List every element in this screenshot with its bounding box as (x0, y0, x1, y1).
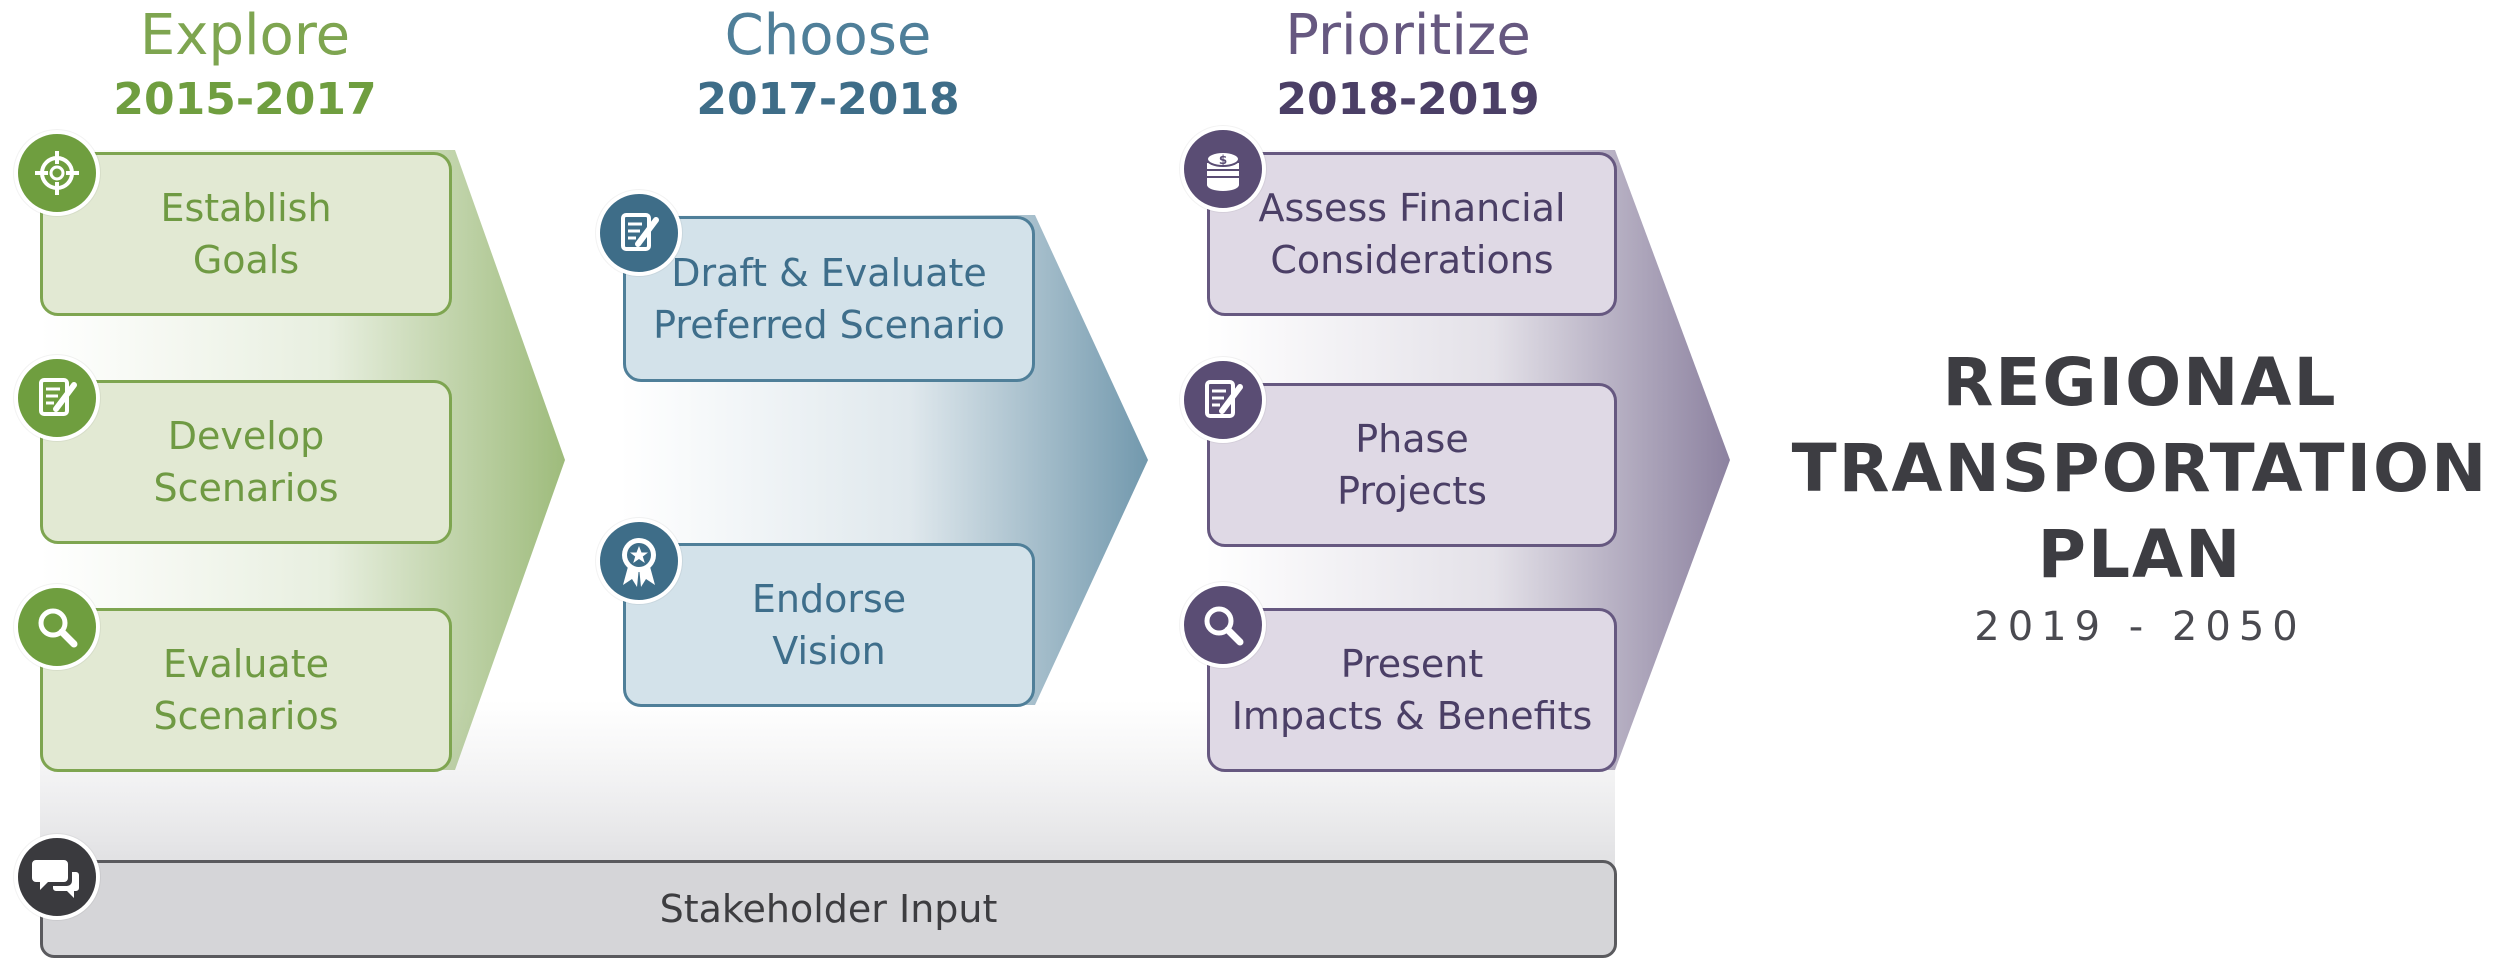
document-edit-icon (14, 355, 100, 441)
magnifier-icon (14, 584, 100, 670)
phase-header-prioritize: Prioritize 2018-2019 (1258, 8, 1558, 122)
document-edit-icon (1180, 357, 1266, 443)
step-label-line2: Preferred Scenario (653, 303, 1005, 347)
phase-title: Choose (724, 3, 932, 68)
plan-years: 2019 - 2050 (1974, 604, 2306, 650)
plan-title: REGIONAL TRANSPORTATION PLAN 2019 - 2050 (1740, 340, 2504, 650)
phase-title: Explore (139, 3, 351, 68)
phase-title: Prioritize (1285, 3, 1531, 68)
award-ribbon-icon (596, 518, 682, 604)
phase-years: 2017-2018 (696, 74, 960, 125)
step-label-line2: Scenarios (153, 694, 339, 738)
svg-text:$: $ (1219, 153, 1227, 167)
coin-stack-icon: $ (1180, 126, 1266, 212)
step-label-line1: Assess Financial (1258, 186, 1566, 230)
step-label-line1: Draft & Evaluate (671, 251, 987, 295)
step-label-line2: Impacts & Benefits (1231, 694, 1593, 738)
magnifier-icon (1180, 582, 1266, 668)
phase-header-explore: Explore 2015-2017 (95, 8, 395, 122)
step-label-line1: Develop (167, 414, 325, 458)
stakeholder-input-bar: Stakeholder Input (40, 860, 1617, 958)
target-icon (14, 130, 100, 216)
step-label-line2: Projects (1337, 469, 1487, 513)
step-label-line2: Scenarios (153, 466, 339, 510)
step-label-line1: Endorse (751, 577, 907, 621)
step-label-line1: Phase (1355, 417, 1469, 461)
stakeholder-label: Stakeholder Input (659, 887, 998, 931)
phase-years: 2015-2017 (113, 74, 377, 125)
step-label-line2: Goals (192, 238, 300, 282)
speech-bubbles-icon (14, 834, 100, 920)
plan-title-line1: REGIONAL (1942, 344, 2338, 421)
plan-title-line2: TRANSPORTATION (1791, 430, 2489, 507)
step-label-line1: Establish (160, 186, 332, 230)
document-edit-icon (596, 190, 682, 276)
step-label-line2: Considerations (1270, 238, 1554, 282)
phase-years: 2018-2019 (1276, 74, 1540, 125)
phase-header-choose: Choose 2017-2018 (678, 8, 978, 122)
step-label-line2: Vision (772, 629, 886, 673)
step-label-line1: Present (1340, 642, 1484, 686)
step-label-line1: Evaluate (163, 642, 329, 686)
plan-title-line3: PLAN (2037, 516, 2243, 593)
